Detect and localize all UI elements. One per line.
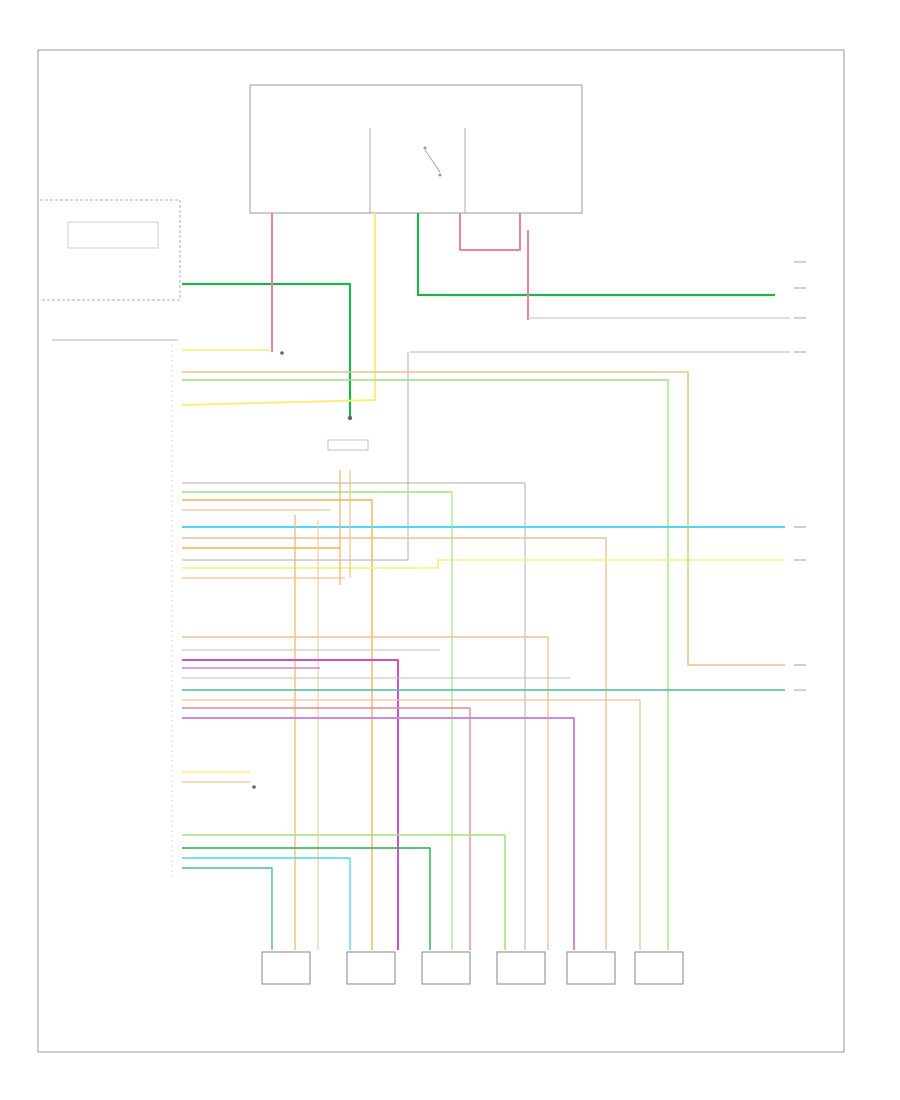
left-module-inner [67,221,159,249]
wire-pink [459,213,521,251]
splice-block [327,439,369,451]
sensor-box [421,951,471,985]
wire-pink [182,707,471,950]
left-module-box [40,199,181,301]
wire-lightgreen [182,834,506,950]
wire-tan [182,371,785,666]
wire-yellow [181,213,376,406]
sensors-group [261,951,684,985]
wires-group [181,213,790,950]
splice-node [347,415,353,421]
wire-orange [182,499,373,950]
sensor-box [261,951,311,985]
sensor-box [634,951,684,985]
wire-green [182,847,431,950]
wire-tan [182,699,641,950]
wire-green [416,213,775,297]
wire-violet [182,717,575,950]
sensor-box [496,951,546,985]
wire-green [182,282,352,418]
wire-cyan [182,857,351,950]
wire-yellow [182,559,785,569]
fuse-block [249,84,583,214]
relay-contact [423,146,427,150]
wire-teal [182,867,273,950]
relay-switch [424,149,441,173]
wire-lightgreen [182,379,669,950]
wire-magenta [182,659,399,950]
wire-tan [182,636,549,950]
wire-gray [182,352,409,561]
ground-node [252,785,256,789]
relay-contact [438,173,442,177]
ground-node [280,351,284,355]
right-connectors [794,261,806,691]
wire-gray [182,482,526,950]
sensor-box [566,951,616,985]
diagram-frame [37,49,845,1053]
sensor-box [346,951,396,985]
wire-tan [182,537,607,950]
